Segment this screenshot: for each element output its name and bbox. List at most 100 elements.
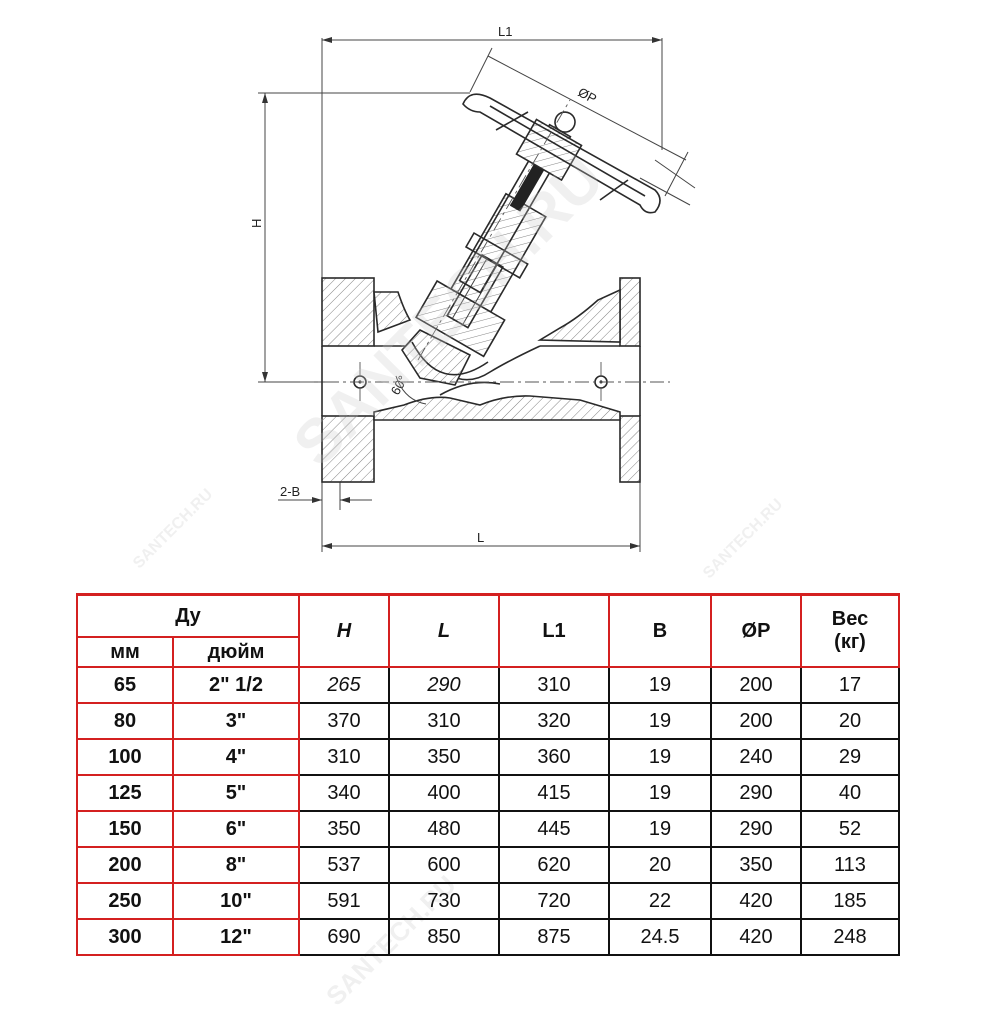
header-inch: дюйм <box>172 636 300 668</box>
cell-b: 19 <box>608 702 712 740</box>
cell-h: 340 <box>298 774 390 812</box>
cell-l1: 360 <box>498 738 610 776</box>
cell-l: 290 <box>388 666 500 704</box>
cell-h: 591 <box>298 882 390 920</box>
valve-stem <box>458 111 583 294</box>
cell-inch: 2" 1/2 <box>172 666 300 704</box>
header-l1: L1 <box>498 593 610 668</box>
table-row: 65 2" 1/2 265 290 310 19 200 17 <box>76 666 900 704</box>
cell-inch: 3" <box>172 702 300 740</box>
cell-weight: 29 <box>800 738 900 776</box>
header-weight-line1: Вес <box>831 608 869 630</box>
cell-l1: 320 <box>498 702 610 740</box>
table-row: 300 12" 690 850 875 24.5 420 248 <box>76 918 900 956</box>
cell-l1: 875 <box>498 918 610 956</box>
cell-op: 420 <box>710 918 802 956</box>
cell-weight: 185 <box>800 882 900 920</box>
cell-b: 19 <box>608 810 712 848</box>
cell-weight: 40 <box>800 774 900 812</box>
cell-mm: 100 <box>76 738 174 776</box>
cell-weight: 17 <box>800 666 900 704</box>
dimension-h-label: H <box>249 219 264 228</box>
cell-h: 690 <box>298 918 390 956</box>
cell-h: 265 <box>298 666 390 704</box>
dimension-l: L <box>321 480 641 552</box>
cell-op: 200 <box>710 666 802 704</box>
cell-inch: 8" <box>172 846 300 884</box>
cell-inch: 10" <box>172 882 300 920</box>
cell-b: 19 <box>608 774 712 812</box>
angle-label: 60° <box>388 373 411 398</box>
cell-l1: 445 <box>498 810 610 848</box>
header-l: L <box>388 593 500 668</box>
cell-h: 350 <box>298 810 390 848</box>
cell-l: 730 <box>388 882 500 920</box>
cell-l1: 310 <box>498 666 610 704</box>
dimension-l1: L1 <box>321 24 663 280</box>
cell-mm: 65 <box>76 666 174 704</box>
cell-inch: 4" <box>172 738 300 776</box>
cell-mm: 300 <box>76 918 174 956</box>
cell-l: 480 <box>388 810 500 848</box>
valve-flanges <box>321 277 641 483</box>
center-lines <box>300 99 670 402</box>
table-row: 80 3" 370 310 320 19 200 20 <box>76 702 900 740</box>
cell-b: 19 <box>608 666 712 704</box>
valve-body <box>373 288 621 421</box>
table-row: 150 6" 350 480 445 19 290 52 <box>76 810 900 848</box>
cell-mm: 200 <box>76 846 174 884</box>
header-b: B <box>608 593 712 668</box>
header-du: Ду <box>76 593 300 638</box>
cell-l: 600 <box>388 846 500 884</box>
dimension-2b: 2-B <box>278 480 372 510</box>
cell-op: 290 <box>710 774 802 812</box>
cell-l1: 720 <box>498 882 610 920</box>
cell-weight: 113 <box>800 846 900 884</box>
cell-b: 19 <box>608 738 712 776</box>
cell-mm: 150 <box>76 810 174 848</box>
cell-mm: 250 <box>76 882 174 920</box>
cell-op: 200 <box>710 702 802 740</box>
cell-l: 350 <box>388 738 500 776</box>
header-weight-line2: (кг) <box>834 631 866 653</box>
valve-bonnet <box>414 192 547 358</box>
cell-l: 850 <box>388 918 500 956</box>
cell-h: 537 <box>298 846 390 884</box>
header-op: ØP <box>710 593 802 668</box>
cell-op: 290 <box>710 810 802 848</box>
cell-h: 370 <box>298 702 390 740</box>
dimension-l-label: L <box>477 530 484 545</box>
cell-b: 22 <box>608 882 712 920</box>
cell-weight: 20 <box>800 702 900 740</box>
cell-inch: 12" <box>172 918 300 956</box>
cell-op: 240 <box>710 738 802 776</box>
dimension-op-label: ØP <box>576 84 600 106</box>
valve-handwheel <box>462 93 661 214</box>
dimension-2b-label: 2-B <box>280 484 300 499</box>
valve-disc: 60° <box>388 329 489 405</box>
cell-inch: 5" <box>172 774 300 812</box>
header-mm: мм <box>76 636 174 668</box>
table-row: 250 10" 591 730 720 22 420 185 <box>76 882 900 920</box>
cell-op: 420 <box>710 882 802 920</box>
cell-l1: 620 <box>498 846 610 884</box>
cell-inch: 6" <box>172 810 300 848</box>
cell-b: 20 <box>608 846 712 884</box>
cell-op: 350 <box>710 846 802 884</box>
cell-l: 310 <box>388 702 500 740</box>
cell-l: 400 <box>388 774 500 812</box>
table-row: 100 4" 310 350 360 19 240 29 <box>76 738 900 776</box>
valve-technical-drawing: L1 H L 2-B ØP <box>249 24 696 552</box>
cell-weight: 248 <box>800 918 900 956</box>
cell-h: 310 <box>298 738 390 776</box>
cell-mm: 125 <box>76 774 174 812</box>
cell-l1: 415 <box>498 774 610 812</box>
cell-mm: 80 <box>76 702 174 740</box>
dimension-l1-label: L1 <box>498 24 512 39</box>
table-row: 200 8" 537 600 620 20 350 113 <box>76 846 900 884</box>
header-h: H <box>298 593 390 668</box>
header-weight: Вес (кг) <box>800 593 900 668</box>
cell-b: 24.5 <box>608 918 712 956</box>
specification-table: Ду H L L1 B ØP Вес (кг) мм дюйм 65 2" 1/… <box>76 593 900 956</box>
cell-weight: 52 <box>800 810 900 848</box>
